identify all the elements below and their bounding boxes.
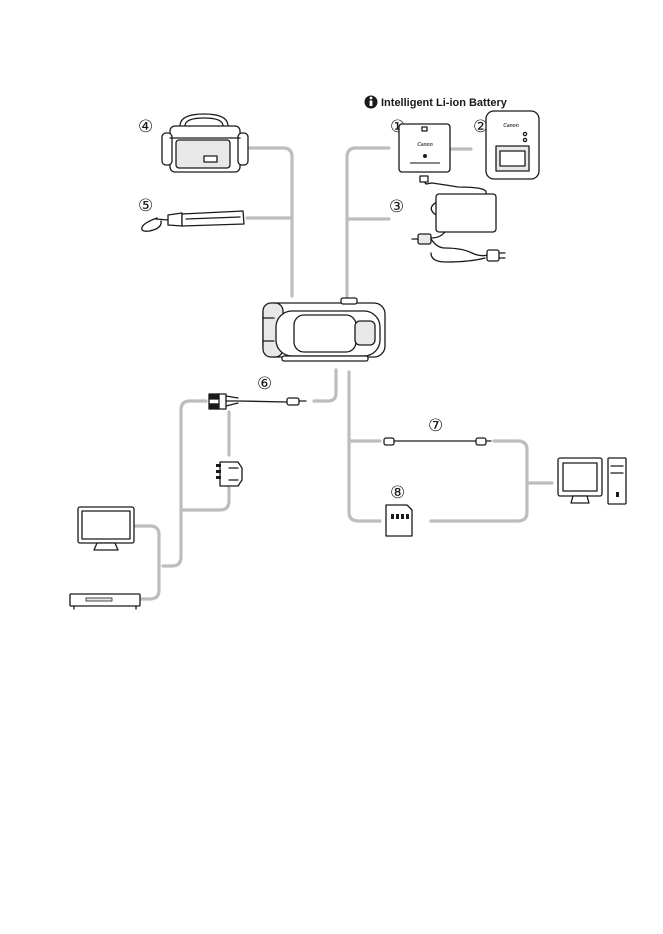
item-number-3: ③ [389, 197, 404, 217]
item-number-7: ⑦ [428, 416, 443, 436]
battery-charger-icon: Canon [486, 111, 539, 179]
item-number-8: ⑧ [390, 483, 405, 503]
item-number-6: ⑥ [257, 374, 272, 394]
page-footer-mark [158, 927, 200, 934]
compact-power-adapter-icon [412, 176, 505, 262]
battery-header-label: Intelligent Li-ion Battery [381, 97, 508, 109]
usb-cable-icon [384, 438, 491, 445]
item-number-5: ⑤ [138, 196, 153, 216]
soft-case-icon [162, 114, 248, 172]
memory-card-icon [386, 505, 412, 536]
intelligent-battery-header: Intelligent Li-ion Battery [365, 96, 508, 110]
vcr-icon [70, 594, 140, 609]
charger-logo: Canon [503, 123, 519, 129]
stereo-video-cable-icon [209, 394, 306, 409]
battery-pack-icon: Canon [399, 124, 450, 172]
computer-icon [558, 458, 626, 504]
wrist-strap-icon [142, 211, 244, 231]
info-icon [365, 96, 378, 109]
battery-logo: Canon [417, 142, 433, 148]
tv-icon [78, 507, 134, 550]
camcorder-icon [263, 298, 385, 361]
item-number-4: ④ [138, 117, 153, 137]
scart-adapter-icon [216, 462, 242, 486]
